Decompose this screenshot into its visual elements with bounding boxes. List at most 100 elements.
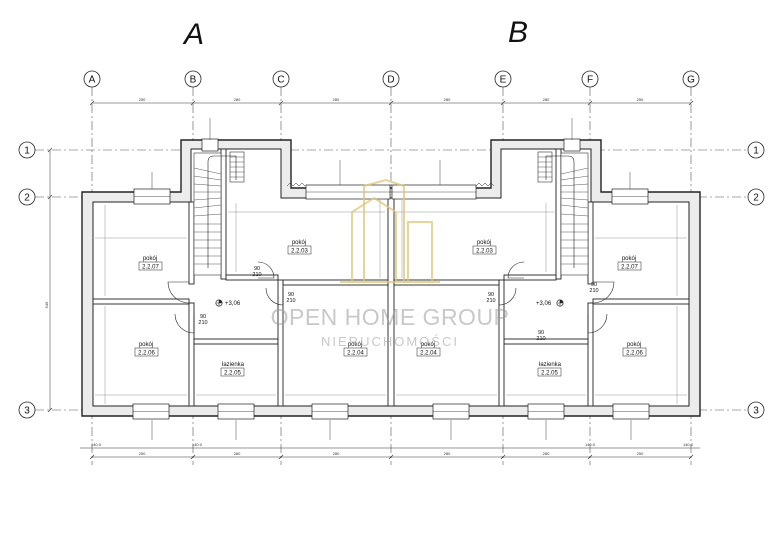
grid-bubble-row-1-right: 1 [747, 141, 765, 159]
grid-bubble-d: D [382, 70, 400, 88]
room-label-b-bathroom: łazienka 2.2.05 [537, 362, 562, 376]
svg-text:280: 280 [333, 97, 340, 102]
svg-text:280: 280 [234, 451, 241, 456]
svg-text:2.2.06: 2.2.06 [626, 350, 643, 356]
svg-text:90: 90 [288, 292, 294, 298]
watermark-logo [340, 178, 440, 283]
section-label-a: A [182, 18, 204, 51]
svg-text:2.2.05: 2.2.05 [541, 370, 558, 376]
elevation-marker-b: +3,06 [536, 299, 564, 307]
svg-text:210: 210 [486, 298, 495, 304]
svg-text:E: E [500, 75, 507, 86]
svg-text:250: 250 [139, 451, 146, 456]
grid-bubble-row-2-right: 2 [747, 188, 765, 206]
inner-dimension-lines [95, 200, 687, 404]
room-label-a-mid-upper: pokój 2.2.03 [287, 240, 312, 254]
grid-bubble-row-3-right: 3 [747, 401, 765, 419]
grid-bubble-g: G [682, 70, 700, 88]
staircase-b [537, 151, 589, 276]
svg-text:łazienka: łazienka [539, 362, 562, 368]
staircase-a [193, 151, 245, 276]
svg-text:2.2.07: 2.2.07 [621, 264, 638, 270]
svg-text:90: 90 [591, 282, 597, 288]
svg-text:90: 90 [538, 330, 544, 336]
room-label-a-bathroom: łazienka 2.2.05 [220, 362, 245, 376]
top-dimension-line: 250 280 280 280 280 250 [89, 97, 694, 106]
room-label-b-top-right: pokój 2.2.07 [617, 256, 642, 270]
window-glazing-lines [133, 191, 649, 412]
svg-text:pokój: pokój [477, 240, 491, 246]
room-label-a-top-left: pokój 2.2.07 [138, 256, 163, 270]
svg-text:2.2.05: 2.2.05 [224, 370, 241, 376]
svg-text:1: 1 [24, 146, 30, 157]
svg-text:280: 280 [444, 451, 451, 456]
insulation-hatch [286, 182, 495, 187]
svg-text:250: 250 [139, 97, 146, 102]
svg-text:3: 3 [24, 406, 30, 417]
svg-text:pokój: pokój [622, 256, 636, 262]
svg-text:pokój: pokój [348, 342, 362, 348]
left-dimension-line: 545 [44, 147, 53, 413]
grid-bubble-b: B [184, 70, 202, 88]
svg-text:545: 545 [44, 301, 49, 308]
door-labels: 90 210 90 210 90 210 90 210 90 210 90 21… [198, 266, 598, 342]
grid-bubble-row-3-left: 3 [18, 401, 36, 419]
svg-text:2: 2 [753, 193, 759, 204]
svg-text:3: 3 [753, 406, 759, 417]
grid-bubble-row-1-left: 1 [18, 141, 36, 159]
svg-text:90: 90 [488, 292, 494, 298]
svg-text:280: 280 [234, 97, 241, 102]
svg-text:pokój: pokój [421, 342, 435, 348]
svg-text:+3,06: +3,06 [225, 301, 241, 307]
svg-text:A: A [89, 75, 96, 86]
svg-text:C: C [277, 75, 284, 86]
svg-text:210: 210 [252, 272, 261, 278]
elevation-marker-a: +3,06 [215, 299, 241, 307]
room-label-b-mid-upper: pokój 2.2.03 [472, 240, 497, 254]
bottom-dimension-lines: 140.0 140.0 140.0 140.0 250 280 280 280 … [80, 442, 700, 460]
watermark-title: OPEN HOME GROUP [271, 304, 510, 330]
section-label-b: B [508, 16, 528, 49]
svg-text:140.0: 140.0 [585, 442, 596, 447]
svg-text:280: 280 [444, 97, 451, 102]
grid-bubble-e: E [494, 70, 512, 88]
grid-bubble-c: C [272, 70, 290, 88]
svg-text:pokój: pokój [292, 240, 306, 246]
svg-text:1: 1 [753, 146, 759, 157]
svg-text:210: 210 [198, 320, 207, 326]
door-swings [167, 261, 615, 334]
svg-text:250: 250 [637, 451, 644, 456]
svg-text:F: F [587, 75, 593, 86]
svg-text:2.2.04: 2.2.04 [420, 350, 437, 356]
svg-text:pokój: pokój [143, 256, 157, 262]
svg-text:G: G [687, 75, 695, 86]
room-label-b-mid-lower: pokój 2.2.04 [416, 342, 441, 356]
watermark-subtitle: NIERUCHOMOŚCI [321, 334, 459, 349]
svg-text:90: 90 [200, 314, 206, 320]
svg-text:90: 90 [254, 266, 260, 272]
svg-text:280: 280 [543, 451, 550, 456]
svg-text:B: B [190, 75, 197, 86]
svg-text:2.2.03: 2.2.03 [291, 248, 308, 254]
svg-text:D: D [387, 75, 394, 86]
svg-text:210: 210 [286, 298, 295, 304]
grid-bubble-row-2-left: 2 [18, 188, 36, 206]
room-label-a-bottom-left: pokój 2.2.06 [134, 342, 159, 356]
svg-text:210: 210 [536, 336, 545, 342]
svg-text:140.0: 140.0 [683, 442, 694, 447]
room-label-b-bottom-right: pokój 2.2.06 [622, 342, 647, 356]
grid-bubble-f: F [581, 70, 599, 88]
row-bubbles: 1 2 3 1 2 3 [18, 141, 765, 419]
svg-text:pokój: pokój [627, 342, 641, 348]
svg-text:łazienka: łazienka [222, 362, 245, 368]
svg-text:2.2.06: 2.2.06 [138, 350, 155, 356]
svg-text:140.0: 140.0 [91, 442, 102, 447]
svg-text:2.2.07: 2.2.07 [142, 264, 159, 270]
room-label-a-mid-lower: pokój 2.2.04 [343, 342, 368, 356]
grid-bubble-a: A [83, 70, 101, 88]
svg-text:210: 210 [589, 288, 598, 294]
column-bubbles: A B C D E F G [83, 70, 700, 88]
svg-text:2.2.04: 2.2.04 [347, 350, 364, 356]
svg-text:280: 280 [333, 451, 340, 456]
